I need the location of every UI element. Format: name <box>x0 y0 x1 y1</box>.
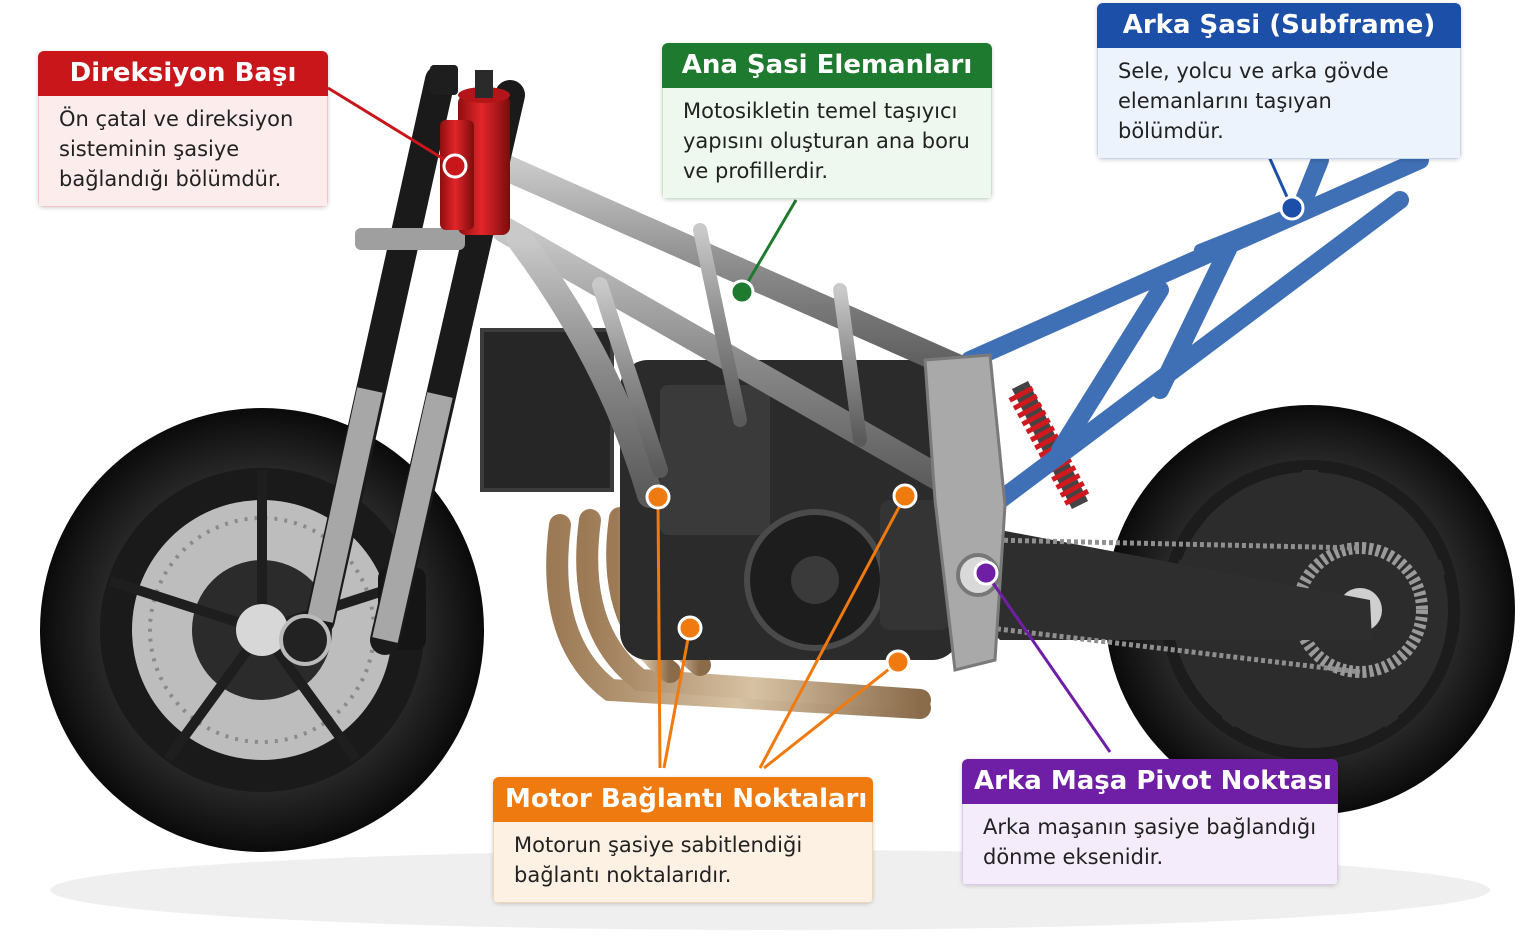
callout-title: Ana Şasi Elemanları <box>662 43 992 88</box>
callout-line: Arka maşanın şasiye bağlandığı <box>983 815 1317 839</box>
callout-title: Motor Bağlantı Noktaları <box>493 777 873 822</box>
engine-mount-marker <box>892 483 918 509</box>
callout-line: Ön çatal ve direksiyon <box>59 107 294 131</box>
swingarm-pivot-marker <box>973 560 999 586</box>
callout-title: Arka Şasi (Subframe) <box>1097 3 1461 48</box>
engine-mount-marker <box>885 649 911 675</box>
engine-mounts-callout: Motor Bağlantı Noktaları Motorun şasiye … <box>493 777 873 903</box>
callout-description: Arka maşanın şasiye bağlandığı dönme eks… <box>962 804 1338 885</box>
radiator <box>480 328 614 492</box>
callout-line: Motorun şasiye sabitlendiği <box>514 833 803 857</box>
engine-mount-marker <box>645 484 671 510</box>
marker-dots <box>442 153 1305 675</box>
callout-line: dönme eksenidir. <box>983 845 1164 869</box>
subframe-marker <box>1279 195 1305 221</box>
main-frame <box>487 152 988 508</box>
callout-title: Arka Maşa Pivot Noktası <box>962 759 1338 804</box>
callout-description: Motorun şasiye sabitlendiği bağlantı nok… <box>493 822 873 903</box>
callout-line: sisteminin şasiye <box>59 137 240 161</box>
main-frame-callout: Ana Şasi Elemanları Motosikletin temel t… <box>662 43 992 199</box>
swingarm-pivot-callout: Arka Maşa Pivot Noktası Arka maşanın şas… <box>962 759 1338 885</box>
engine-mount-marker <box>677 615 703 641</box>
leader-lines <box>327 86 1294 770</box>
callout-line: yapısını oluşturan ana boru <box>683 129 970 153</box>
swingarm <box>970 530 1372 640</box>
callout-title: Direksiyon Başı <box>38 51 328 96</box>
callout-description: Ön çatal ve direksiyon sisteminin şasiye… <box>38 96 328 207</box>
main-frame-marker <box>729 279 755 305</box>
steering-head-marker <box>442 153 468 179</box>
callout-line: bağlandığı bölümdür. <box>59 167 282 191</box>
rear-sprocket <box>1292 542 1428 678</box>
callout-line: elemanlarını taşıyan bölümdür. <box>1118 89 1332 143</box>
callout-line: Motosikletin temel taşıyıcı <box>683 99 958 123</box>
steering-head-callout: Direksiyon Başı Ön çatal ve direksiyon s… <box>38 51 328 207</box>
callout-line: Sele, yolcu ve arka gövde <box>1118 59 1389 83</box>
rear-subframe-callout: Arka Şasi (Subframe) Sele, yolcu ve arka… <box>1097 3 1461 159</box>
callout-line: ve profillerdir. <box>683 159 829 183</box>
callout-description: Motosikletin temel taşıyıcı yapısını olu… <box>662 88 992 199</box>
rear-shock <box>1008 380 1090 510</box>
callout-description: Sele, yolcu ve arka gövde elemanlarını t… <box>1097 48 1461 159</box>
drive-chain <box>989 537 1361 551</box>
callout-line: bağlantı noktalarıdır. <box>514 863 732 887</box>
